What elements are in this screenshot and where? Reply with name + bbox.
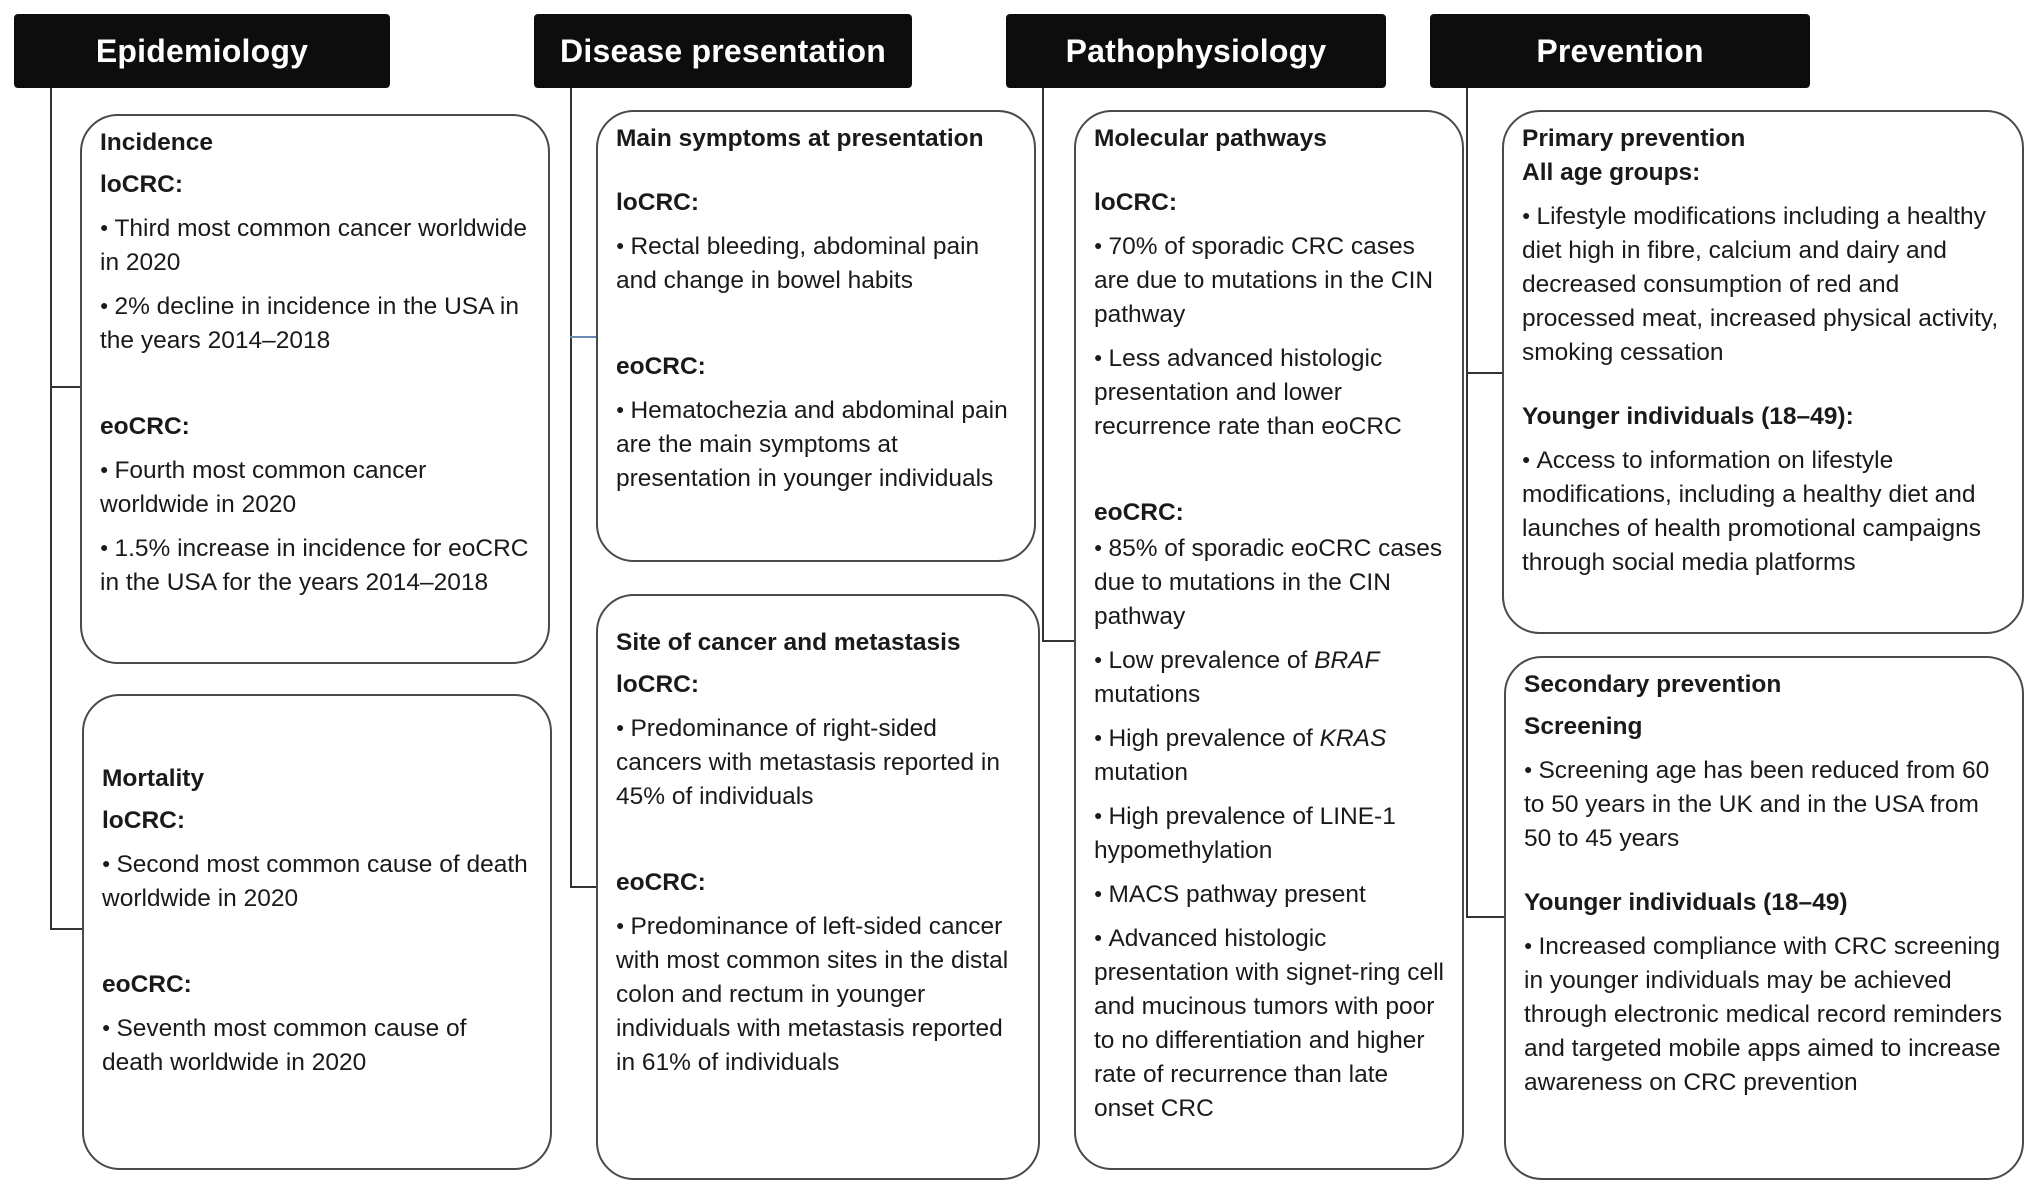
connector-line (1466, 372, 1502, 374)
molecular-bullet: MACS pathway present (1094, 876, 1446, 912)
site-bullet: Predominance of right-sided cancers with… (616, 710, 1022, 814)
incidence-title: Incidence (100, 129, 214, 156)
molecular-bullet-kras: High prevalence of KRAS mutation (1094, 720, 1446, 790)
molecular-bullet: 85% of sporadic eoCRC cases due to mutat… (1094, 530, 1446, 634)
secondary-title: Secondary prevention (1524, 671, 1782, 698)
secondary-screen-label: Screening (1524, 713, 1643, 740)
site-bullet: Predominance of left-sided cancer with m… (616, 908, 1022, 1080)
symptoms-title: Main symptoms at presentation (616, 125, 984, 152)
mortality-eocrc-label: eoCRC: (102, 971, 192, 998)
site-locrc-label: loCRC: (616, 671, 700, 698)
symptoms-box: Main symptoms at presentation loCRC: Rec… (596, 110, 1036, 562)
connector-line (1466, 88, 1468, 918)
incidence-bullet: 1.5% increase in incidence for eoCRC in … (100, 530, 532, 600)
primary-young-label: Younger individuals (18–49): (1522, 403, 1854, 430)
braf-pre-text: Low prevalence of (1108, 647, 1315, 674)
incidence-box: Incidence loCRC: Third most common cance… (80, 114, 550, 664)
incidence-bullet: Fourth most common cancer worldwide in 2… (100, 452, 532, 522)
connector-line (570, 88, 572, 888)
header-pathophysiology: Pathophysiology (1006, 14, 1386, 88)
header-prevention: Prevention (1430, 14, 1810, 88)
header-disease-presentation: Disease presentation (534, 14, 912, 88)
connector-line (570, 336, 598, 338)
molecular-box: Molecular pathways loCRC: 70% of sporadi… (1074, 110, 1464, 1170)
connector-line (570, 886, 598, 888)
molecular-bullet: High prevalence of LINE-1 hypomethylatio… (1094, 798, 1446, 868)
braf-gene: BRAF (1314, 647, 1380, 674)
mortality-title: Mortality (102, 765, 205, 792)
symptoms-eocrc-label: eoCRC: (616, 353, 706, 380)
connector-line (1042, 640, 1076, 642)
incidence-locrc-label: loCRC: (100, 171, 184, 198)
molecular-eocrc-label: eoCRC: (1094, 499, 1184, 526)
connector-line (50, 928, 84, 930)
symptoms-bullet: Hematochezia and abdominal pain are the … (616, 392, 1018, 496)
molecular-bullet: Advanced histologic presentation with si… (1094, 920, 1446, 1126)
secondary-bullet: Screening age has been reduced from 60 t… (1524, 752, 2006, 856)
braf-post-text: mutations (1094, 681, 1201, 708)
molecular-bullet-braf: Low prevalence of BRAF mutations (1094, 642, 1446, 712)
symptoms-bullet: Rectal bleeding, abdominal pain and chan… (616, 228, 1018, 298)
header-epidemiology: Epidemiology (14, 14, 390, 88)
secondary-young-label: Younger individuals (18–49) (1524, 889, 1848, 916)
site-box: Site of cancer and metastasis loCRC: Pre… (596, 594, 1040, 1180)
kras-post-text: mutation (1094, 759, 1188, 786)
molecular-bullet: 70% of sporadic CRC cases are due to mut… (1094, 228, 1446, 332)
site-title: Site of cancer and metastasis (616, 629, 961, 656)
incidence-bullet: 2% decline in incidence in the USA in th… (100, 288, 532, 358)
site-eocrc-label: eoCRC: (616, 869, 706, 896)
mortality-bullet: Seventh most common cause of death world… (102, 1010, 534, 1080)
incidence-bullet: Third most common cancer worldwide in 20… (100, 210, 532, 280)
primary-prevention-box: Primary prevention All age groups: Lifes… (1502, 110, 2024, 634)
incidence-eocrc-label: eoCRC: (100, 413, 190, 440)
primary-bullet: Lifestyle modifications including a heal… (1522, 198, 2006, 370)
molecular-bullet: Less advanced histologic presentation an… (1094, 340, 1446, 444)
molecular-locrc-label: loCRC: (1094, 189, 1178, 216)
connector-line (1466, 916, 1504, 918)
symptoms-locrc-label: loCRC: (616, 189, 700, 216)
primary-title: Primary prevention (1522, 125, 1746, 152)
mortality-bullet: Second most common cause of death worldw… (102, 846, 534, 916)
connector-line (50, 386, 82, 388)
secondary-bullet: Increased compliance with CRC screening … (1524, 928, 2006, 1100)
secondary-prevention-box: Secondary prevention Screening Screening… (1504, 656, 2024, 1180)
mortality-box: Mortality loCRC: Second most common caus… (82, 694, 552, 1170)
connector-line (1042, 88, 1044, 642)
primary-bullet: Access to information on lifestyle modif… (1522, 442, 2006, 580)
mortality-locrc-label: loCRC: (102, 807, 186, 834)
primary-all-label: All age groups: (1522, 159, 1701, 186)
kras-pre-text: High prevalence of (1108, 725, 1320, 752)
connector-line (50, 88, 52, 930)
kras-gene: KRAS (1319, 725, 1387, 752)
molecular-title: Molecular pathways (1094, 125, 1327, 152)
